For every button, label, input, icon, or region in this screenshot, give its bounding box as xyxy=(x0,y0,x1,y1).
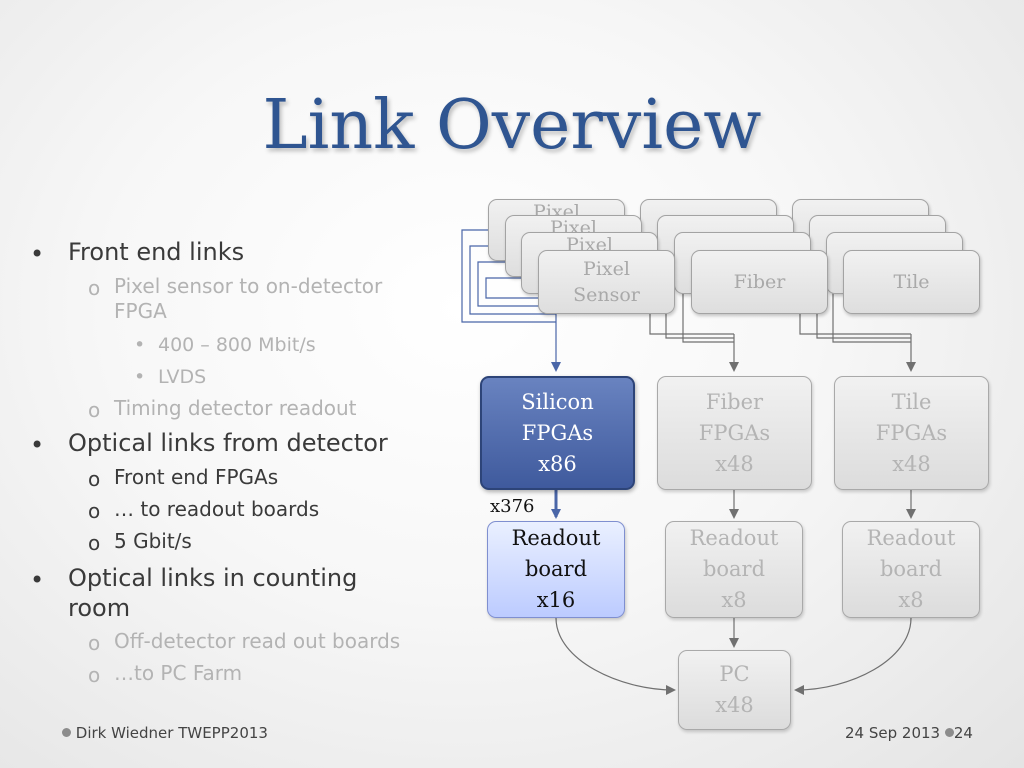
tile-readout-count: x8 xyxy=(898,588,924,612)
sub-bullet-pixel-sensor-cont: FPGA xyxy=(114,299,167,323)
bullet-optical-links-counting-room: Optical links in counting xyxy=(68,564,358,592)
fiber-readout-label-1: Readout xyxy=(689,526,779,550)
sub-bullet-marker: o xyxy=(88,631,101,655)
sub-bullet-marker: o xyxy=(88,499,101,523)
footer-dot-icon xyxy=(944,728,954,737)
sub-bullet-pc-farm: …to PC Farm xyxy=(114,661,243,685)
readout-silicon-to-pc-arrow xyxy=(555,617,676,695)
footer-right: 24 Sep 2013 24 xyxy=(845,724,973,742)
fiber-fpga-box: Fiber FPGAs x48 xyxy=(657,376,812,490)
bullet-front-end-links: Front end links xyxy=(68,238,245,266)
slide-title: Link Overview xyxy=(262,86,762,165)
readout-tile-to-pc-arrow xyxy=(794,617,912,695)
fiber-readout-count: x8 xyxy=(721,588,747,612)
pixel-sensor-label-1: Pixel xyxy=(583,258,630,280)
pixel-sensor-box: Pixel Sensor xyxy=(538,250,675,314)
silicon-fpga-box: Silicon FPGAs x86 xyxy=(480,376,635,490)
tile-fpga-label-1: Tile xyxy=(891,389,932,414)
sub-bullet-marker: o xyxy=(88,276,101,300)
sub-bullet-marker: o xyxy=(88,398,101,422)
fiber-fpga-count: x48 xyxy=(715,451,754,476)
pixel-sensor-label-2: Sensor xyxy=(573,284,640,306)
sub-sub-bullet-marker: • xyxy=(134,334,146,356)
sub-bullet-timing-detector: Timing detector readout xyxy=(114,396,357,420)
fiber-readout-board-box: Readout board x8 xyxy=(665,521,803,618)
fiber-sensor-label: Fiber xyxy=(733,271,786,293)
sub-bullet-readout-boards: … to readout boards xyxy=(114,497,320,521)
fiber-sensor-box: Fiber xyxy=(691,250,828,314)
pc-label: PC xyxy=(719,662,750,686)
bullet-optical-links-counting-room-cont: room xyxy=(68,594,131,622)
tile-sensor-label: Tile xyxy=(893,271,930,293)
bullet-marker: • xyxy=(30,431,45,459)
pc-count: x48 xyxy=(715,693,754,717)
fiber-readout-label-2: board xyxy=(702,557,766,581)
tile-fpga-label-2: FPGAs xyxy=(875,420,948,445)
silicon-readout-label-1: Readout xyxy=(511,526,601,550)
sub-bullet-off-detector: Off-detector read out boards xyxy=(114,629,401,653)
tile-readout-board-box: Readout board x8 xyxy=(842,521,980,618)
tile-readout-label-1: Readout xyxy=(866,526,956,550)
sub-bullet-pixel-sensor: Pixel sensor to on-detector xyxy=(114,274,383,298)
silicon-readout-count: x16 xyxy=(536,588,576,612)
silicon-fpga-label-1: Silicon xyxy=(521,389,594,414)
bullet-optical-links-detector: Optical links from detector xyxy=(68,429,388,457)
bullet-marker: • xyxy=(30,240,45,268)
silicon-readout-label-2: board xyxy=(524,557,588,581)
bullet-marker: • xyxy=(30,566,45,594)
sub-bullet-marker: o xyxy=(88,467,101,491)
link-count-label: x376 xyxy=(490,496,535,517)
tile-readout-label-2: board xyxy=(879,557,943,581)
silicon-readout-board-box: Readout board x16 xyxy=(487,521,625,618)
tile-sensor-box: Tile xyxy=(843,250,980,314)
sub-sub-bullet-lvds: LVDS xyxy=(158,366,207,388)
sub-bullet-front-end-fpgas: Front end FPGAs xyxy=(114,465,279,489)
footer-date: 24 Sep 2013 xyxy=(845,724,941,742)
tile-fpga-count: x48 xyxy=(892,451,931,476)
sub-sub-bullet-marker: • xyxy=(134,366,146,388)
sub-sub-bullet-rate: 400 – 800 Mbit/s xyxy=(158,334,316,356)
silicon-fpga-count: x86 xyxy=(538,451,577,476)
tile-fpga-box: Tile FPGAs x48 xyxy=(834,376,989,490)
sub-bullet-marker: o xyxy=(88,663,101,687)
sub-bullet-marker: o xyxy=(88,531,101,555)
footer-page-number: 24 xyxy=(953,724,973,742)
footer-author: Dirk Wiedner TWEPP2013 xyxy=(75,724,268,742)
fiber-fpga-label-2: FPGAs xyxy=(698,420,771,445)
footer-left: Dirk Wiedner TWEPP2013 xyxy=(62,724,268,742)
footer-dot-icon xyxy=(62,728,71,737)
sub-bullet-5gbit: 5 Gbit/s xyxy=(114,529,192,553)
silicon-fpga-label-2: FPGAs xyxy=(521,420,594,445)
fiber-fpga-label-1: Fiber xyxy=(705,389,764,414)
pc-box: PC x48 xyxy=(678,650,791,730)
